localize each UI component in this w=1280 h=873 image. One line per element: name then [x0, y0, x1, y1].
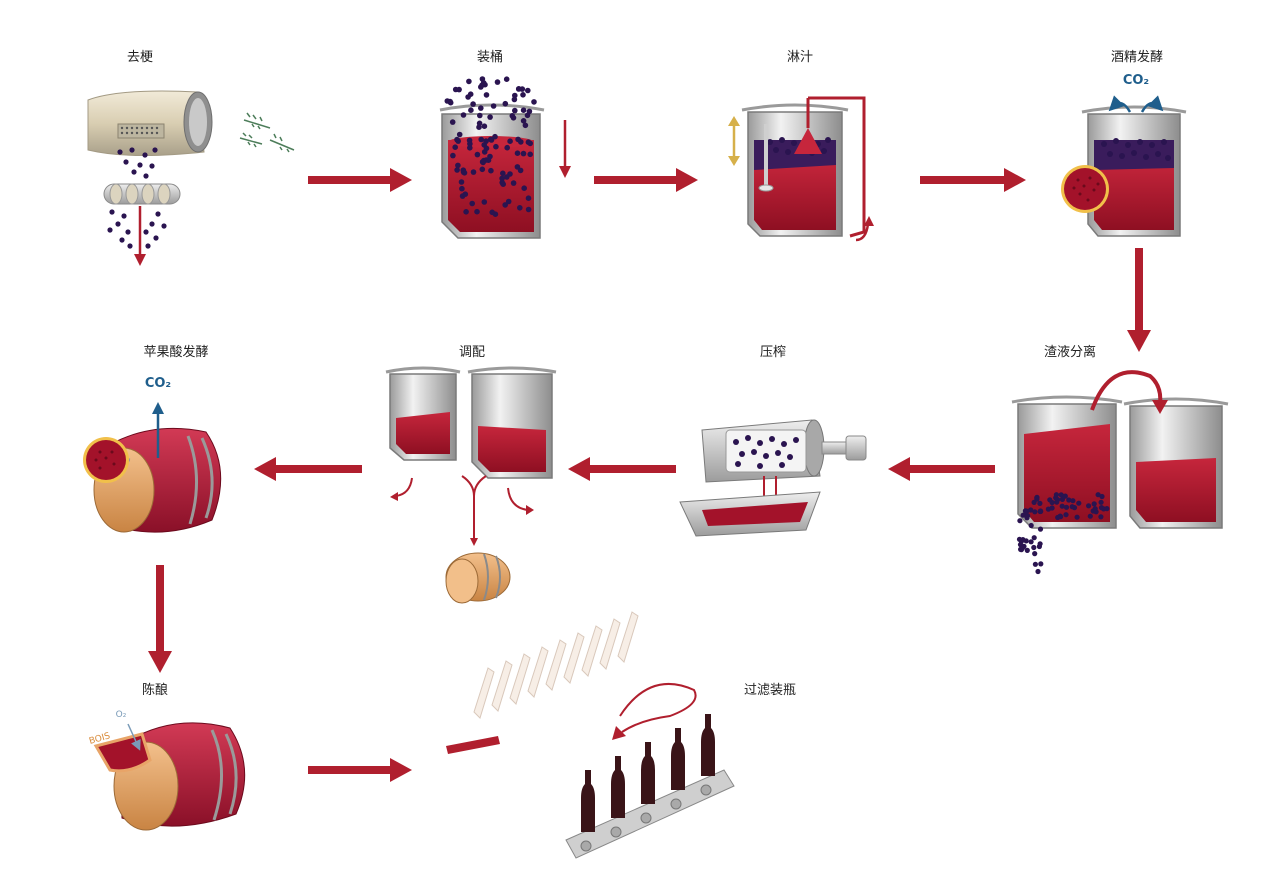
wine-bottles-icon	[581, 714, 715, 832]
grape-pomace-icon	[1016, 492, 1110, 575]
wine-bottle	[671, 728, 685, 790]
blending-illustration	[385, 366, 557, 604]
flow-arrow-down-right	[1127, 248, 1151, 352]
grape-cluster-icon	[444, 76, 537, 217]
fill-tank-illustration	[439, 76, 571, 239]
flow-arrow-down-left	[148, 565, 172, 673]
flow-arrow-7	[308, 758, 412, 782]
label-aging: 陈酿	[142, 682, 168, 698]
co2-label-fermentation: CO₂	[1123, 73, 1149, 88]
wine-bottle	[701, 714, 715, 776]
separation-illustration	[1011, 370, 1229, 575]
oxygen-label: O₂	[116, 710, 127, 720]
label-malolactic-fermentation: 苹果酸发酵	[143, 344, 208, 360]
pump-over-illustration	[728, 96, 874, 242]
flow-arrow-4	[888, 457, 995, 481]
malolactic-fermentation-illustration: CO₂	[83, 376, 222, 533]
label-destem: 去梗	[127, 50, 153, 65]
stems-icon	[239, 112, 295, 153]
destemmer-illustration	[87, 90, 295, 266]
pressing-illustration	[679, 419, 867, 537]
aging-illustration: BOIS O₂	[88, 710, 246, 831]
small-barrel-icon	[445, 552, 511, 604]
flow-arrow-2	[594, 168, 698, 192]
flow-arrow-1	[308, 168, 412, 192]
label-blending: 调配	[459, 345, 485, 360]
filter-plates-icon	[473, 611, 639, 719]
label-alcoholic-fermentation: 酒精发酵	[1111, 49, 1163, 65]
flow-arrow-3	[920, 168, 1026, 192]
label-separation: 渣液分离	[1044, 344, 1096, 360]
label-filter-bottle: 过滤装瓶	[744, 683, 796, 698]
label-fill-tank: 装桶	[477, 50, 503, 65]
filter-bottle-illustration	[446, 611, 735, 859]
flow-arrows	[148, 168, 1151, 782]
label-pump-over: 淋汁	[787, 50, 813, 65]
alcoholic-fermentation-illustration: CO₂	[1061, 73, 1187, 237]
label-pressing: 压榨	[760, 344, 786, 360]
wine-bottle	[581, 770, 595, 832]
wine-bottle	[611, 756, 625, 818]
flow-arrow-5	[568, 457, 676, 481]
flow-arrow-6	[254, 457, 362, 481]
wine-bottle	[641, 742, 655, 804]
co2-label-malolactic: CO₂	[145, 376, 171, 391]
